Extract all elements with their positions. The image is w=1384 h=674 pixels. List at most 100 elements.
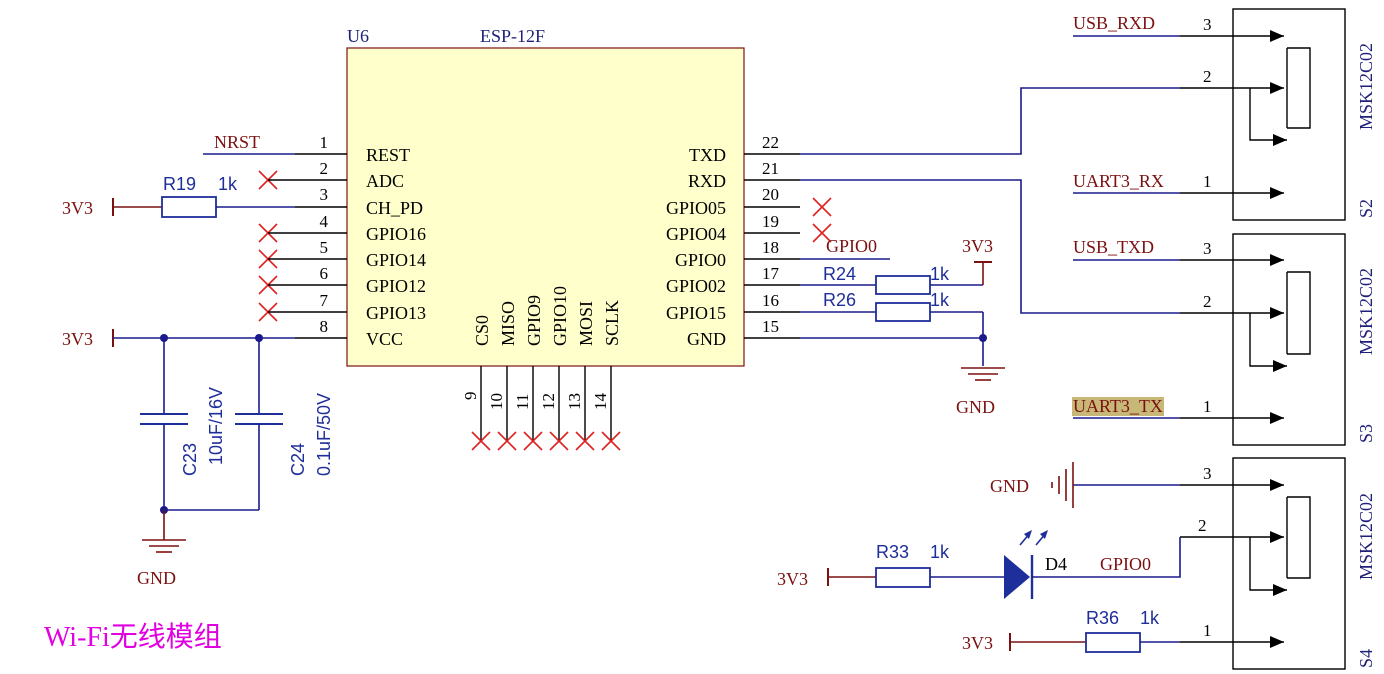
net-label-gpio0: GPIO0 <box>826 236 877 256</box>
d4-ref: D4 <box>1045 554 1067 574</box>
pin-number: 3 <box>1203 239 1212 258</box>
resistor-r24 <box>875 275 931 295</box>
pin-number: 19 <box>762 212 779 231</box>
net-label-gnd: GND <box>990 476 1029 496</box>
net-label-uart3-tx: UART3_TX <box>1073 396 1163 416</box>
pin-number: 3 <box>1203 464 1212 483</box>
r24-value: 1k <box>930 264 950 284</box>
pin-name: GND <box>687 329 726 349</box>
net-label-usb-txd: USB_TXD <box>1073 237 1154 257</box>
net-label-gpio0: GPIO0 <box>1100 554 1151 574</box>
net-label-gnd: GND <box>137 568 176 588</box>
pin-number: 14 <box>591 393 610 411</box>
pin-name: VCC <box>366 329 403 349</box>
pin-name: CS0 <box>472 315 492 346</box>
module-body <box>346 47 745 367</box>
pin-number: 1 <box>1203 397 1212 416</box>
switch-s4 <box>1180 457 1346 670</box>
pin-name: GPIO05 <box>666 198 726 218</box>
pin-number: 10 <box>487 393 506 410</box>
s3-part: MSK12C02 <box>1356 268 1376 355</box>
pin-name: ADC <box>366 171 404 191</box>
switch-s2 <box>1180 8 1346 221</box>
ground-symbol <box>961 367 1005 381</box>
pin-number: 5 <box>320 238 329 257</box>
pin-number: 7 <box>320 291 329 310</box>
pin-name: GPIO16 <box>366 224 426 244</box>
c24-value: 0.1uF/50V <box>314 393 334 476</box>
pin-number: 20 <box>762 185 779 204</box>
s4-part: MSK12C02 <box>1356 493 1376 580</box>
r26-ref: R26 <box>823 290 856 310</box>
power-3v3: 3V3 <box>962 633 1011 653</box>
pin-number: 13 <box>565 393 584 410</box>
s4-ref: S4 <box>1356 649 1376 668</box>
switch-s3 <box>1180 233 1346 446</box>
page-title: Wi-Fi无线模组 <box>44 621 222 653</box>
pin-number: 6 <box>320 264 329 283</box>
c23-value: 10uF/16V <box>206 387 226 465</box>
s2-part: MSK12C02 <box>1356 43 1376 130</box>
pin-name: GPIO12 <box>366 276 426 296</box>
pin-name: GPIO15 <box>666 303 726 323</box>
module-part: ESP-12F <box>480 26 545 46</box>
net-label-3v3: 3V3 <box>962 236 993 256</box>
pin-name: GPIO13 <box>366 303 426 323</box>
c23-ref: C23 <box>180 443 200 476</box>
pin-number: 2 <box>1203 67 1212 86</box>
net-label-3v3: 3V3 <box>62 198 93 218</box>
pin-number: 22 <box>762 133 779 152</box>
pin-number: 12 <box>539 393 558 410</box>
resistor-r36 <box>1085 632 1141 653</box>
resistor-r33 <box>875 567 931 588</box>
c24-ref: C24 <box>288 443 308 476</box>
highlight <box>1072 397 1164 416</box>
s2-ref: S2 <box>1356 199 1376 218</box>
pin-number: 11 <box>513 394 532 410</box>
pin-number: 1 <box>1203 621 1212 640</box>
r36-ref: R36 <box>1086 608 1119 628</box>
pin-number: 16 <box>762 291 779 310</box>
pin-name: CH_PD <box>366 198 423 218</box>
pin-number: 4 <box>320 212 329 231</box>
pin-name: MOSI <box>576 301 596 346</box>
pin-number: 2 <box>1198 516 1207 535</box>
pin-name: GPIO0 <box>675 250 726 270</box>
pin-name: TXD <box>689 145 726 165</box>
pin-number: 2 <box>1203 292 1212 311</box>
net-label-3v3: 3V3 <box>962 633 993 653</box>
pin-name: GPIO14 <box>366 250 426 270</box>
resistor-r19 <box>161 196 217 218</box>
net-label-nrst: NRST <box>214 132 260 152</box>
pin-name: RXD <box>688 171 726 191</box>
power-3v3: 3V3 <box>62 329 114 349</box>
pin-number: 21 <box>762 159 779 178</box>
pin-number: 9 <box>461 392 480 401</box>
r33-value: 1k <box>930 542 950 562</box>
r33-ref: R33 <box>876 542 909 562</box>
r24-ref: R24 <box>823 264 856 284</box>
pin-number: 8 <box>320 317 329 336</box>
pin-number: 18 <box>762 238 779 257</box>
pin-number: 17 <box>762 264 780 283</box>
r36-value: 1k <box>1140 608 1160 628</box>
pin-name: MISO <box>498 301 518 346</box>
net-label-uart3-rx: UART3_RX <box>1073 171 1164 191</box>
net-label-gnd: GND <box>956 397 995 417</box>
ground-symbol <box>1051 462 1074 508</box>
r19-value: 1k <box>218 174 238 194</box>
pin-number: 1 <box>1203 172 1212 191</box>
pin-number: 3 <box>1203 15 1212 34</box>
led-d4 <box>1004 530 1048 599</box>
pin-name: REST <box>366 145 410 165</box>
pin-name: GPIO10 <box>550 286 570 346</box>
pin-number: 3 <box>320 185 329 204</box>
net-label-3v3: 3V3 <box>777 569 808 589</box>
power-3v3: 3V3 <box>777 568 829 589</box>
ground-symbol <box>142 510 186 553</box>
r19-ref: R19 <box>163 174 196 194</box>
pin-number: 15 <box>762 317 779 336</box>
net-label-usb-rxd: USB_RXD <box>1073 13 1155 33</box>
s3-ref: S3 <box>1356 424 1376 443</box>
